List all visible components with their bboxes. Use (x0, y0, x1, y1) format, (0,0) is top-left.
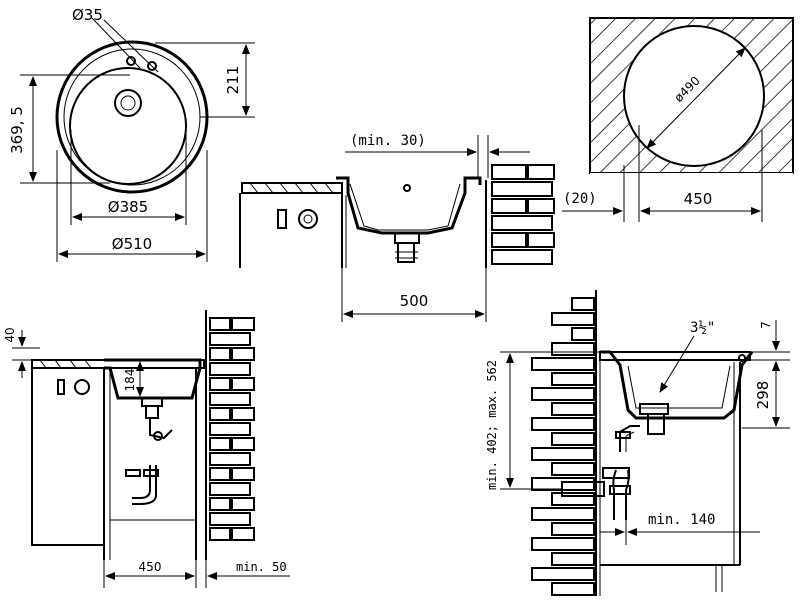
dim-bowl-offset: 369, 5 (8, 106, 26, 154)
brick-wall-side (531, 297, 595, 596)
sink-front-profile (104, 358, 202, 400)
dim-min-clearance: (min. 30) (350, 133, 426, 149)
drain-fitting (394, 232, 420, 244)
valve-wheel (298, 209, 318, 229)
sink-bowl (69, 67, 187, 185)
brick-wall-right (491, 164, 555, 265)
dim-drain-height: min. 402; max. 562 (485, 360, 499, 490)
dim-cabinet-width-450-front: 450 (139, 560, 162, 574)
dim-top-thickness: 40 (3, 327, 17, 342)
dim-wall-offset: min. 140 (648, 512, 715, 528)
dim-rim-height: 7 (759, 321, 773, 329)
side-install-view: 3½" 7 298 min. 402; max. 562 min. 140 (485, 290, 790, 596)
dim-drain-size: 3½" (690, 320, 715, 336)
dim-wall-gap: min. 50 (236, 560, 287, 574)
dim-bowl-depth: 184 (123, 369, 137, 392)
dim-cabinet-width-500: 500 (400, 292, 429, 310)
cutout-circle (623, 25, 765, 167)
tap-hole-1 (126, 56, 136, 66)
dim-bowl-height: 298 (754, 381, 772, 410)
dim-tap-hole: Ø35 (72, 6, 103, 24)
drain-outer (114, 89, 142, 117)
dim-tap-offset: 211 (224, 66, 242, 95)
dim-outer-diameter: Ø510 (112, 235, 152, 253)
sink-side-profile (600, 350, 754, 420)
top-view: Ø35 211 369, 5 Ø385 Ø510 (8, 6, 255, 262)
dim-cabinet-width-450-top: 450 (684, 190, 713, 208)
tap-hole-2 (147, 61, 157, 71)
cross-section-view: (min. 30) 500 (239, 133, 555, 322)
control-knob (277, 209, 287, 229)
brick-wall-front (209, 317, 255, 541)
drain-inner (120, 95, 136, 111)
front-install-view: 40 184 (3, 310, 290, 588)
sink-profile (336, 176, 482, 235)
cutout-view: ø490 (20) 450 (562, 17, 794, 222)
dim-edge-gap: (20) (563, 191, 597, 207)
dim-bowl-diameter: Ø385 (108, 198, 148, 216)
